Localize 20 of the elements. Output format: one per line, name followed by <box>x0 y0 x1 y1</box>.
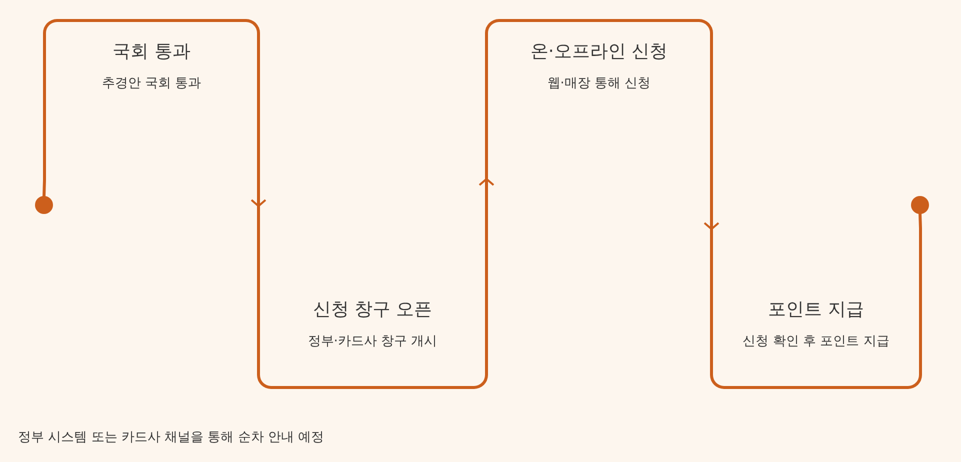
step-description: 추경안 국회 통과 <box>102 75 202 93</box>
step-title: 포인트 지급 <box>768 298 864 322</box>
step-title: 신청 창구 오픈 <box>312 298 432 322</box>
connector-line <box>42 180 46 198</box>
step-description: 신청 확인 후 포인트 지급 <box>742 333 890 351</box>
step-description: 정부·카드사 창구 개시 <box>308 333 438 351</box>
step-description: 웹·매장 통해 신청 <box>547 75 651 93</box>
arrow <box>250 180 266 207</box>
footnote: 정부 시스템 또는 카드사 채널을 통해 순차 안내 예정 <box>18 429 324 446</box>
arrow <box>704 180 720 230</box>
step-title: 온·오프라인 신청 <box>530 40 668 64</box>
arrow <box>478 178 494 205</box>
endpoint-dot <box>35 196 53 214</box>
endpoint-dot <box>911 196 929 214</box>
step-frame <box>710 228 922 389</box>
connector-line <box>918 212 922 228</box>
step-frame <box>43 19 260 180</box>
step-title: 국회 통과 <box>112 40 190 64</box>
step-frame <box>485 19 713 180</box>
step-frame <box>257 205 488 389</box>
